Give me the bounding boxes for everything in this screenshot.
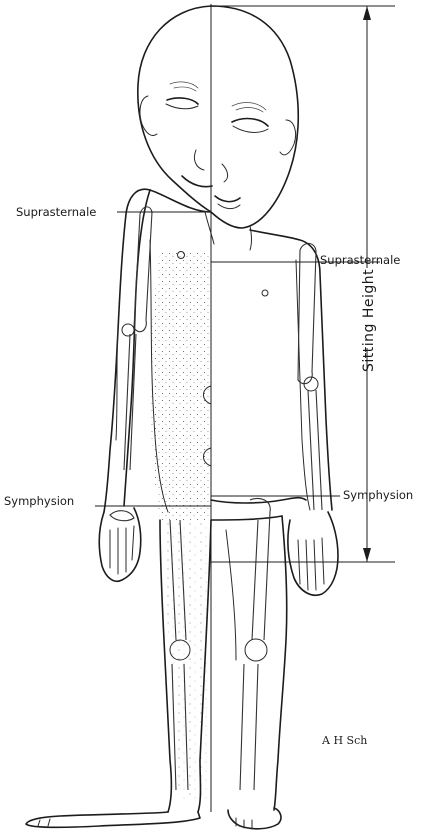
arrow-bottom — [363, 548, 371, 562]
left-half-body — [26, 189, 211, 827]
artist-signature: A H Sch — [321, 734, 367, 747]
label-suprasternale-right: Suprasternale — [320, 253, 400, 267]
right-half-body — [211, 230, 338, 829]
label-sitting-height: Sitting Height — [361, 269, 377, 372]
measurement-lines — [95, 4, 395, 812]
label-symphysion-right: Symphysion — [343, 488, 413, 502]
label-symphysion-left: Symphysion — [4, 494, 74, 508]
arrow-top — [363, 6, 371, 20]
label-suprasternale-left: Suprasternale — [16, 205, 96, 219]
head — [138, 6, 298, 250]
